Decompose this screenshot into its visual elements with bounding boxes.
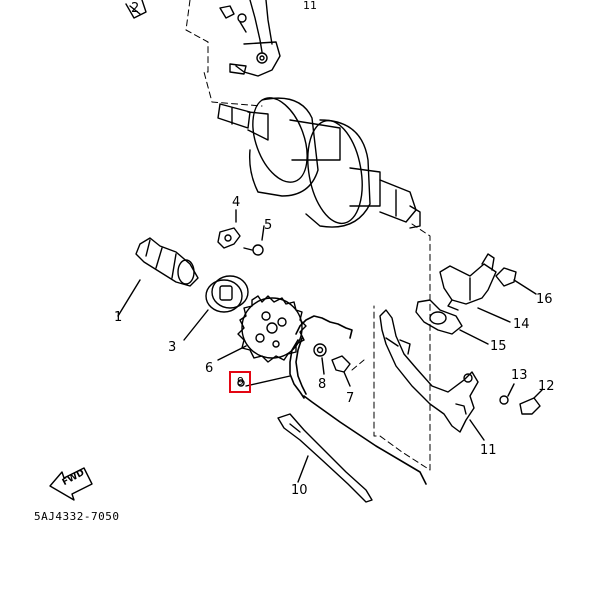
forward-direction-arrow <box>49 467 93 501</box>
callout-14: 14 <box>513 317 530 332</box>
callout-5: 5 <box>264 218 273 233</box>
callout-13: 13 <box>511 368 528 383</box>
callout-11: 11 <box>480 443 497 458</box>
diagram-part-code: 5AJ4332-7050 <box>34 510 120 523</box>
cam-sprocket-part-6 <box>217 295 307 363</box>
tensioner-guide-part-11 <box>379 309 485 441</box>
crankshaft <box>217 97 421 229</box>
callout-15: 15 <box>490 339 507 354</box>
callout-9: 9 <box>237 375 244 388</box>
part-9-highlight-box[interactable] <box>229 371 251 393</box>
bolt-part-12 <box>519 389 543 415</box>
callout-6: 6 <box>205 361 214 376</box>
bolt-part-5 <box>243 225 265 256</box>
upper-linkage-assembly <box>219 0 281 77</box>
washer-part-13 <box>499 383 515 405</box>
callout-10: 10 <box>291 483 308 498</box>
bearing-part-3 <box>183 275 249 341</box>
callout-8: 8 <box>318 377 327 392</box>
tensioner-part-14 <box>439 253 511 323</box>
pin-part-9 <box>237 375 291 387</box>
callout-11-top: 11 <box>303 0 317 12</box>
callout-7: 7 <box>346 391 355 406</box>
callout-3: 3 <box>168 340 177 355</box>
bracket-part-4 <box>217 209 241 249</box>
bolt-part-16 <box>495 267 537 295</box>
timing-chain <box>289 315 427 485</box>
bolt-part-7 <box>331 355 351 387</box>
guide-lines-top <box>185 0 263 107</box>
gasket-part-15 <box>415 299 489 345</box>
callout-12: 12 <box>538 379 555 394</box>
chain-guide-part-10 <box>277 413 373 503</box>
washer-part-8 <box>313 343 327 375</box>
callout-16: 16 <box>536 292 553 307</box>
callout-1: 1 <box>114 310 123 325</box>
guide-lines-crank <box>351 223 431 471</box>
camshaft-part-1 <box>117 237 199 317</box>
callout-2: 2 <box>131 1 140 16</box>
top-left-bracket-fragment <box>125 0 147 19</box>
callout-4: 4 <box>232 195 241 210</box>
